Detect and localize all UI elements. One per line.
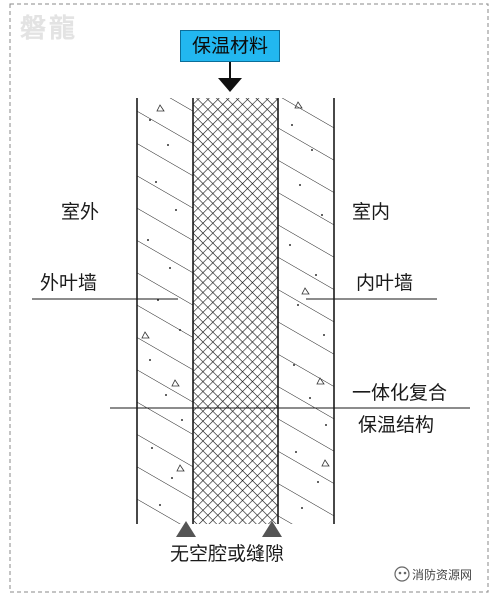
watermark: 磐龍	[20, 14, 79, 44]
no-gap-label: 无空腔或缝隙	[170, 543, 285, 565]
aggregate-speckles	[147, 119, 327, 509]
gap-marker-right-icon	[262, 521, 282, 537]
brand-name: 消防资源网	[412, 568, 473, 582]
composite-structure-label-line2: 保温结构	[358, 414, 435, 436]
aggregate-triangles	[141, 101, 330, 472]
down-arrow-icon	[218, 62, 242, 92]
outer-leaf-wall	[137, 98, 193, 524]
brand-logo-icon	[394, 566, 410, 582]
dashed-frame	[9, 3, 489, 593]
composite-structure-label-line1: 一体化复合	[352, 382, 448, 404]
inner-wall-label: 内叶墙	[356, 272, 414, 294]
leader-lines	[32, 298, 470, 409]
insulation-core	[193, 98, 278, 524]
insulation-material-tag: 保温材料	[180, 30, 280, 62]
wall-outlines	[136, 98, 335, 524]
outdoor-label: 室外	[61, 201, 100, 223]
indoor-label: 室内	[352, 201, 391, 223]
inner-leaf-wall	[278, 98, 334, 524]
gap-marker-left-icon	[176, 521, 196, 537]
outer-wall-label: 外叶墙	[40, 272, 98, 294]
